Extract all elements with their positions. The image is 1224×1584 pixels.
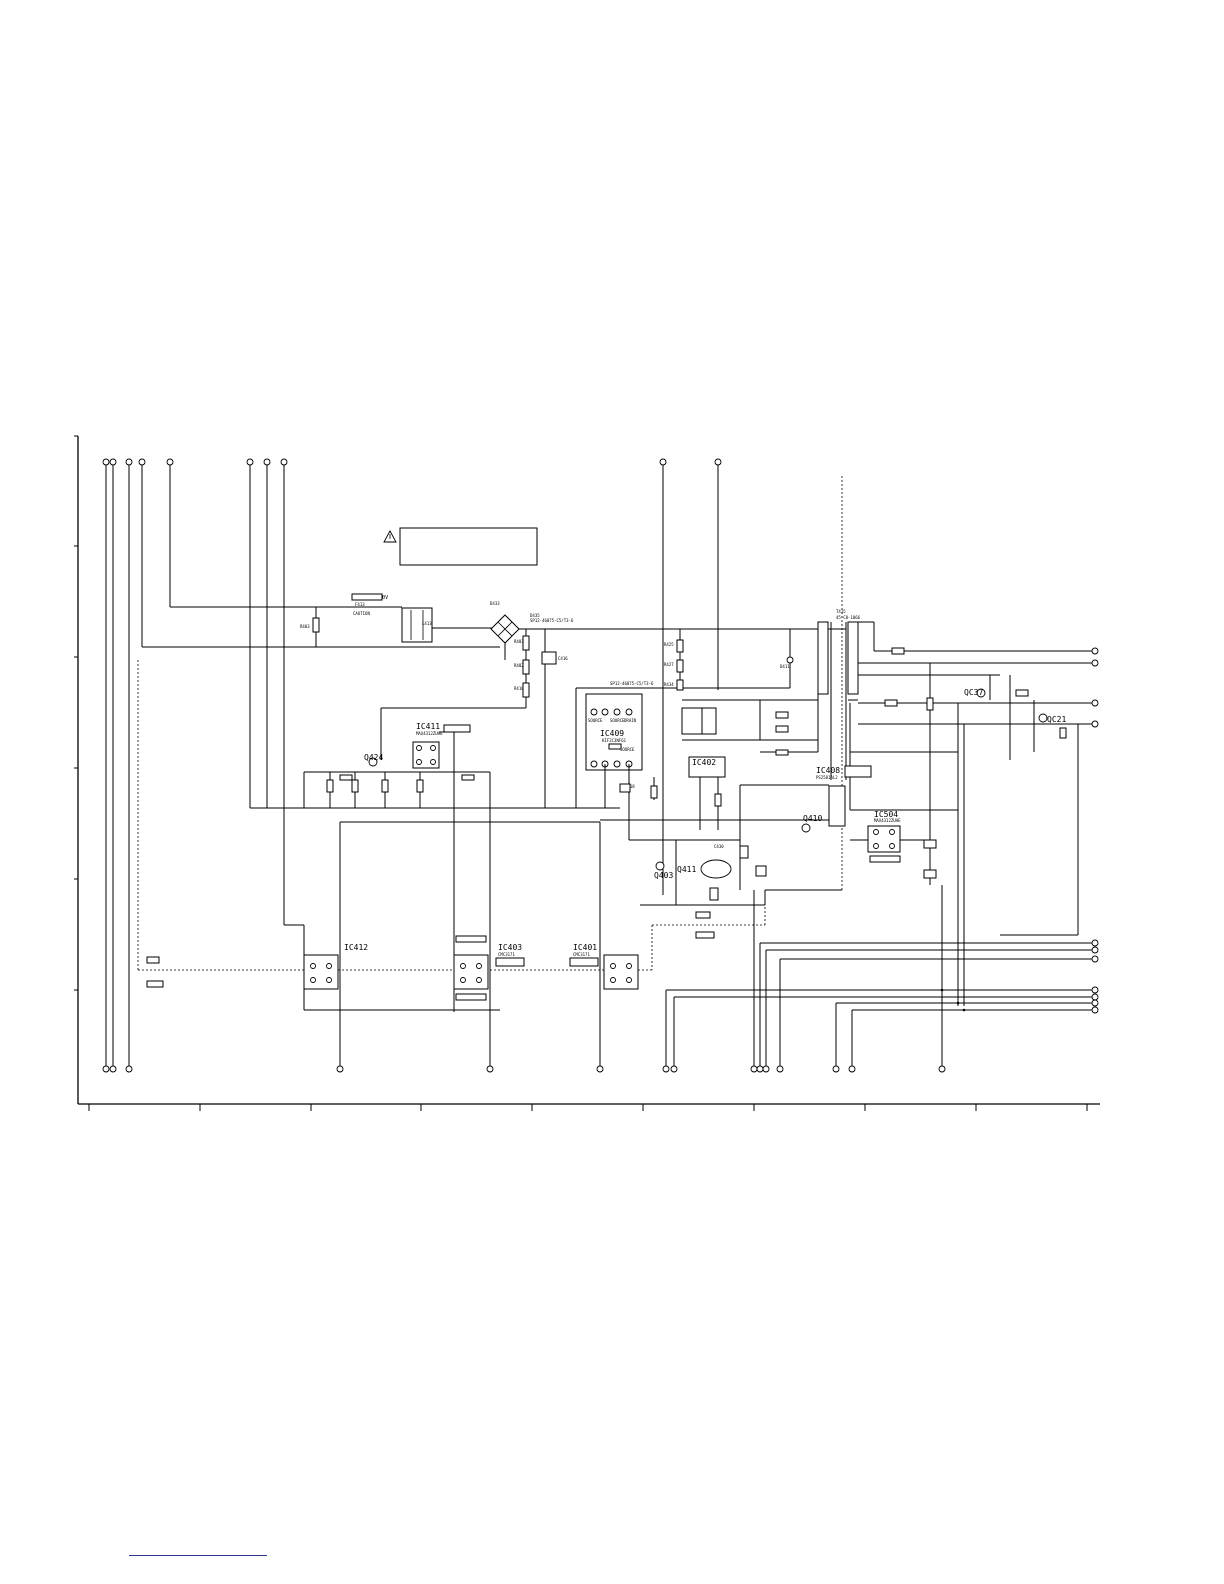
ic409-label: IC409 (600, 729, 624, 738)
fuse-ref-label: F413 (355, 602, 365, 607)
r403-label: R403 (300, 624, 310, 629)
q403-label: Q403 (654, 871, 673, 880)
ic504-part-label: MAX4312ZUHE (874, 818, 901, 823)
drain-label: DRAIN (624, 718, 637, 723)
r401-label: R401 (514, 639, 524, 644)
qc21-label: QC21 (1047, 715, 1066, 724)
output-transistors: QC37 QC21 (964, 688, 1067, 739)
ic403-label: IC403 (498, 943, 522, 952)
drawing-frame (74, 435, 1100, 1111)
caution-note (383, 527, 538, 566)
r410-label: R410 (514, 686, 524, 691)
ic402-block: IC402 C418 (619, 756, 726, 830)
ac-input-section: T330mAL 250V F413 CAUTION R403 L413 D433… (300, 593, 846, 808)
d411-label: D411 (780, 664, 790, 669)
ic401-part-label: CMC3171 (573, 952, 590, 957)
ic504-label: IC504 (874, 810, 898, 819)
q424-label: Q424 (364, 753, 383, 762)
d433-label: D433 (490, 601, 500, 606)
ic409-block: SOURCE SOURCE SOURCE DRAIN IC409 KIF2C3N… (575, 681, 790, 840)
ic411-part-label: MAX4312ZUHE (416, 731, 443, 736)
source-label-3: SOURCE (620, 747, 635, 752)
ic411-block: IC411 MAX4312ZUHE Q424 (303, 722, 600, 1066)
q403-q411-block: Q403 Q411 C430 (629, 839, 842, 939)
snubber-cluster: R425 R427 R434 D411 (664, 629, 819, 756)
ic408-label: IC408 (816, 766, 840, 775)
t415-part-label: 45-C8-1066 (836, 615, 861, 620)
bottom-terminals (102, 1065, 946, 1073)
qc37-label: QC37 (964, 688, 983, 697)
r402-label: R402 (514, 663, 524, 668)
d435-part-label: SP12-46075-C5/T3-6 (530, 618, 574, 623)
r427-label: R427 (664, 662, 674, 667)
output-bus (665, 885, 1099, 1066)
ic412-label: IC412 (344, 943, 368, 952)
footer-link-underline[interactable] (129, 1555, 267, 1556)
d435-part-label-2: SP12-46075-C5/T3-6 (610, 681, 654, 686)
l413-label: L413 (422, 621, 432, 626)
ic411-label: IC411 (416, 722, 440, 731)
ic408-ic504-block: IC408 PS2501AL2 Q410 IC504 MAX4312ZUHE (600, 765, 930, 890)
q411-label: Q411 (677, 865, 696, 874)
r434-label: R434 (664, 682, 674, 687)
t415-label: T415 (836, 609, 846, 614)
ic402-label: IC402 (692, 758, 716, 767)
ic403-part-label: CMC3171 (498, 952, 515, 957)
q410-label: Q410 (803, 814, 822, 823)
fuse-caution-label: CAUTION (353, 611, 370, 616)
r425-label: R425 (664, 642, 674, 647)
bottom-ic-row: IC412 IC403 CMC3171 IC401 CMC3171 (137, 660, 766, 1066)
d435-label: D435 (530, 613, 540, 618)
c430-label: C430 (714, 844, 724, 849)
ic409-part-label: KIF2C3NF61 (602, 738, 627, 743)
ic408-part-label: PS2501AL2 (816, 775, 838, 780)
source-label-2: SOURCE (610, 718, 625, 723)
source-label-1: SOURCE (588, 718, 603, 723)
c416-label: C416 (558, 656, 568, 661)
transformer-t415: T415 45-C8-1066 (817, 609, 1099, 1006)
ic401-label: IC401 (573, 943, 597, 952)
